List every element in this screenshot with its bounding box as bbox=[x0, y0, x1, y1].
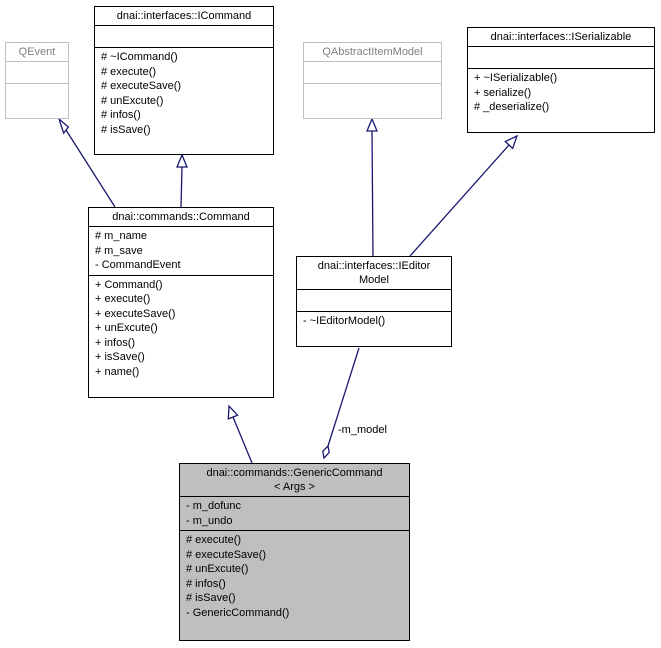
class-name: dnai::interfaces::ICommand bbox=[95, 7, 273, 25]
attributes-section bbox=[95, 25, 273, 47]
methods-section bbox=[304, 83, 441, 105]
edge-command-to-icommand bbox=[180, 166, 183, 208]
class-name-line: dnai::commands::GenericCommand bbox=[206, 467, 383, 479]
inherit-arrow-command bbox=[227, 404, 239, 420]
edge-ieditormodel-to-qabstractitemmodel bbox=[371, 130, 374, 257]
method-row: # isSave() bbox=[186, 592, 236, 604]
class-name: dnai::commands::Command bbox=[89, 208, 273, 226]
methods-section: - ~IEditorModel() bbox=[297, 311, 451, 331]
class-box-iserializable[interactable]: dnai::interfaces::ISerializable+ ~ISeria… bbox=[467, 27, 655, 133]
m-model-member-label: -m_model bbox=[338, 424, 387, 436]
class-name-line: QEvent bbox=[18, 46, 56, 58]
class-name: dnai::commands::GenericCommand< Args > bbox=[180, 464, 409, 496]
class-name: QEvent bbox=[6, 43, 68, 61]
method-row: # _deserialize() bbox=[474, 101, 550, 113]
inherit-arrow-iserializable bbox=[504, 134, 519, 150]
class-name-line: dnai::interfaces::ISerializable bbox=[490, 31, 632, 43]
method-row: # infos() bbox=[186, 577, 226, 590]
inherit-arrow-qevent bbox=[57, 116, 70, 135]
method-row: + ~ISerializable() bbox=[474, 72, 558, 84]
attribute-row: - m_undo bbox=[186, 514, 233, 527]
method-row: + infos() bbox=[95, 336, 136, 349]
class-name-line: Model bbox=[359, 274, 389, 286]
class-name: QAbstractItemModel bbox=[304, 43, 441, 61]
attributes-section: # m_name # m_save - CommandEvent bbox=[89, 226, 273, 275]
attributes-section bbox=[297, 289, 451, 311]
method-row: + unExcute() bbox=[95, 322, 158, 334]
attribute-row: - CommandEvent bbox=[95, 259, 181, 271]
class-box-qabstractitemmodel[interactable]: QAbstractItemModel bbox=[303, 42, 442, 119]
attribute-row: - m_dofunc bbox=[186, 500, 242, 512]
attribute-row: # m_name bbox=[95, 230, 147, 242]
class-name-line: dnai::commands::Command bbox=[112, 211, 250, 223]
method-row: + Command() bbox=[95, 278, 163, 291]
edge-command-to-qevent bbox=[65, 129, 116, 208]
attribute-row: # m_save bbox=[95, 244, 143, 257]
method-row: - GenericCommand() bbox=[186, 606, 290, 619]
attributes-section bbox=[304, 61, 441, 83]
method-row: # executeSave() bbox=[101, 80, 182, 92]
class-box-genericcommand[interactable]: dnai::commands::GenericCommand< Args >- … bbox=[179, 463, 410, 641]
attributes-section bbox=[468, 46, 654, 68]
method-row: + isSave() bbox=[95, 351, 145, 363]
class-box-qevent[interactable]: QEvent bbox=[5, 42, 69, 119]
method-row: # unExcute() bbox=[101, 94, 164, 107]
methods-section: + ~ISerializable() + serialize() # _deseri… bbox=[468, 68, 654, 117]
class-name-line: < Args > bbox=[274, 481, 315, 493]
methods-section: # ~ICommand() # execute() # executeSave() #… bbox=[95, 47, 273, 139]
class-box-command[interactable]: dnai::commands::Command# m_name# m_save-… bbox=[88, 207, 274, 398]
method-row: # execute() bbox=[186, 534, 242, 546]
edge-genericcommand-to-command bbox=[232, 416, 253, 464]
attributes-section: - m_dofunc - m_undo bbox=[180, 496, 409, 530]
methods-section bbox=[6, 83, 68, 105]
class-name-line: QAbstractItemModel bbox=[322, 46, 423, 58]
method-row: + execute() bbox=[95, 293, 151, 305]
method-row: # infos() bbox=[101, 109, 141, 121]
method-row: # unExcute() bbox=[186, 563, 249, 575]
method-row: # execute() bbox=[101, 65, 157, 78]
methods-section: + Command() + execute() + executeSave() + u… bbox=[89, 274, 273, 382]
class-name-line: dnai::interfaces::IEditor bbox=[317, 260, 431, 272]
inherit-arrow-icommand bbox=[176, 153, 188, 168]
method-row: # executeSave() bbox=[186, 548, 267, 561]
method-row: + name() bbox=[95, 365, 140, 378]
aggregation-diamond bbox=[322, 444, 330, 460]
edge-ieditormodel-to-iserializable bbox=[409, 144, 510, 257]
method-row: # isSave() bbox=[101, 123, 151, 136]
inherit-arrow-qabstractitemmodel bbox=[366, 117, 378, 132]
edge-genericcommand-aggregates-ieditormodel bbox=[327, 347, 360, 447]
method-row: - ~IEditorModel() bbox=[303, 315, 386, 327]
class-box-icommand[interactable]: dnai::interfaces::ICommand# ~ICommand()#… bbox=[94, 6, 274, 155]
methods-section: # execute() # executeSave() # unExcute() # … bbox=[180, 530, 409, 622]
method-row: # ~ICommand() bbox=[101, 51, 178, 63]
attributes-section bbox=[6, 61, 68, 83]
method-row: + serialize() bbox=[474, 86, 532, 99]
class-name-line: dnai::interfaces::ICommand bbox=[116, 10, 252, 22]
class-name: dnai::interfaces::ISerializable bbox=[468, 28, 654, 46]
method-row: + executeSave() bbox=[95, 307, 176, 320]
